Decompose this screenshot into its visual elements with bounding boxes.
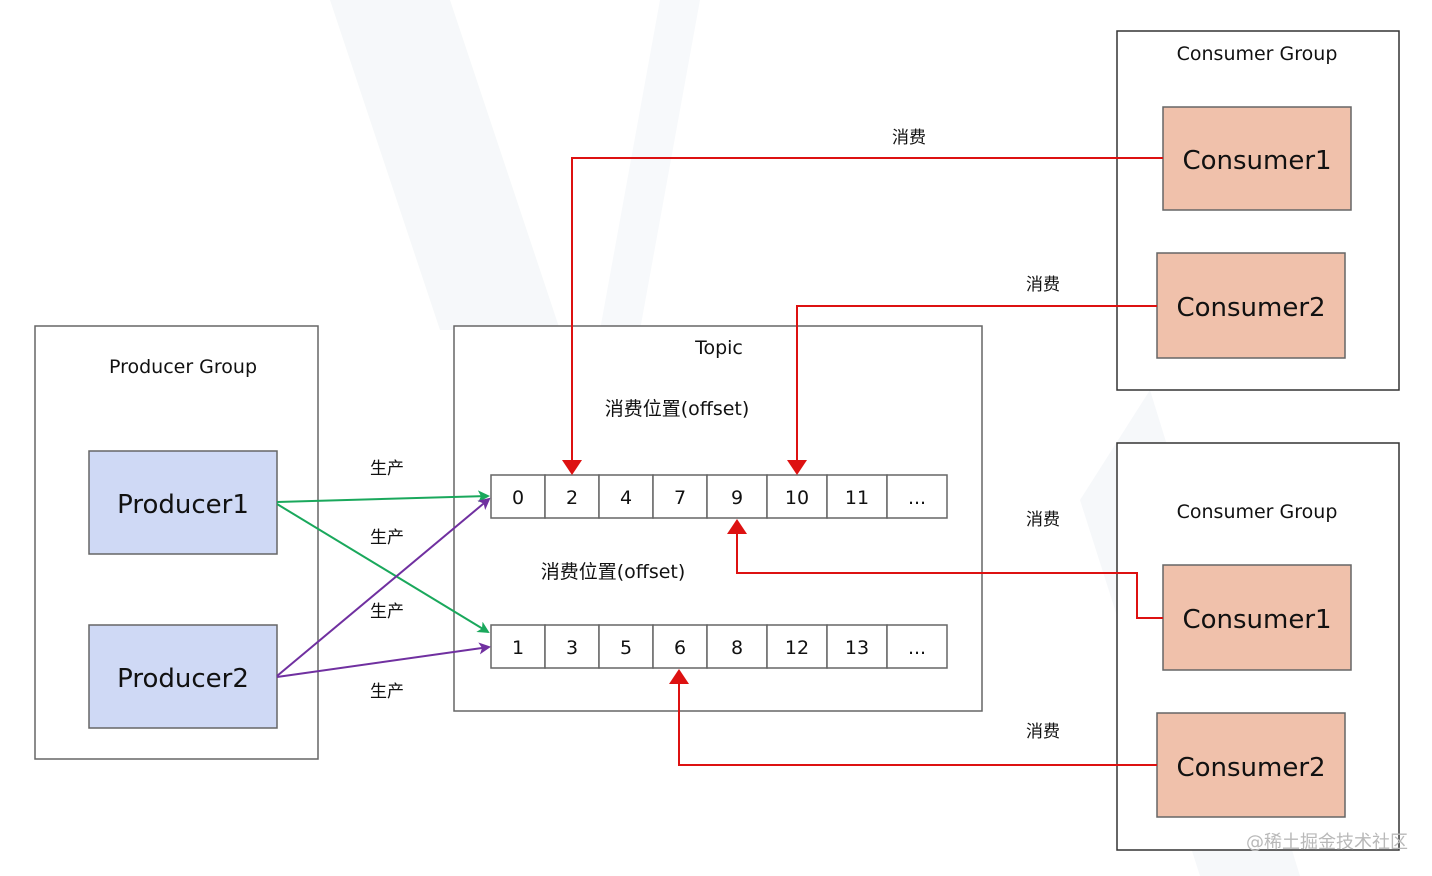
- consume-label: 消费: [1026, 722, 1060, 742]
- queue-cell-offset: 5: [620, 637, 632, 659]
- offset-label-queue-0: 消费位置(offset): [605, 398, 750, 420]
- queue-cell-box: [544, 624, 600, 669]
- queue-cell-box: [706, 474, 768, 519]
- producer-group: Producer Group Producer1 Producer2: [34, 325, 319, 760]
- queue-cell: 11: [826, 474, 888, 519]
- queue-cell: 6: [652, 624, 708, 669]
- producer-node-2[interactable]: Producer2: [88, 624, 278, 729]
- queue-cell: 2: [544, 474, 600, 519]
- consume-label: 消费: [892, 128, 926, 148]
- queue-cell-offset: 4: [620, 487, 632, 509]
- arrowhead-up-icon: [669, 669, 689, 684]
- queue-cell-box: [490, 474, 546, 519]
- producer-group-title: Producer Group: [109, 356, 257, 378]
- queue-cell-box: [598, 624, 654, 669]
- consumer-group-1: Consumer Group Consumer1 Consumer2: [1116, 30, 1400, 391]
- queue-cell-offset: 1: [512, 637, 524, 659]
- edge-g1-consumer1-offset: [571, 157, 1163, 462]
- edge-producer2-queue1: [276, 642, 491, 678]
- edge-producer2-queue0: [276, 497, 491, 677]
- consumer-group-title: Consumer Group: [1177, 501, 1338, 523]
- consumer-node-label: Consumer2: [1176, 753, 1325, 783]
- queue-cell-offset: ...: [908, 637, 926, 659]
- edge-g1-consumer2-offset: [796, 305, 1157, 462]
- queue-cell-offset: 12: [785, 637, 809, 659]
- producer-node-1[interactable]: Producer1: [88, 450, 278, 555]
- queue-cell: 10: [766, 474, 828, 519]
- queue-cell-box: [766, 624, 828, 669]
- queue-cell-offset: 7: [674, 487, 686, 509]
- queue-cell-offset: 9: [731, 487, 743, 509]
- consumer-node-label: Consumer1: [1182, 146, 1331, 176]
- queue-cell-offset: 6: [674, 637, 686, 659]
- edge-producer1-queue1: [276, 503, 490, 634]
- offset-label-queue-1: 消费位置(offset): [541, 561, 686, 583]
- edge-g2-consumer2-offset: [678, 682, 1157, 766]
- queue-cell-box: [826, 624, 888, 669]
- produce-label: 生产: [370, 602, 404, 622]
- edge-g2-consumer1-offset: [736, 532, 1163, 619]
- queue-cell-offset: 8: [731, 637, 743, 659]
- queue-cell: 3: [544, 624, 600, 669]
- consumer-group-2: Consumer Group Consumer1 Consumer2: [1116, 442, 1400, 851]
- queue-cell-offset: ...: [908, 487, 926, 509]
- produce-edges: 生产 生产 生产 生产: [276, 459, 491, 702]
- produce-label: 生产: [370, 459, 404, 479]
- consumer-node-g1-c2[interactable]: Consumer2: [1156, 252, 1346, 359]
- consumer-node-g1-c1[interactable]: Consumer1: [1162, 106, 1352, 211]
- queue-cell: 0: [490, 474, 546, 519]
- queue-cell: 1: [490, 624, 546, 669]
- queue-cell: 12: [766, 624, 828, 669]
- arrowhead-up-icon: [727, 519, 747, 534]
- queue-cell-box: [706, 624, 768, 669]
- queue-cell-offset: 11: [845, 487, 869, 509]
- message-queue-0: 0 2 4 7 9 10 11...: [490, 474, 948, 519]
- producer-node-label: Producer2: [117, 664, 249, 694]
- queue-cell: 9: [706, 474, 768, 519]
- queue-cell-box: [490, 624, 546, 669]
- queue-cell-box: [826, 474, 888, 519]
- watermark-text: @稀土掘金技术社区: [1246, 832, 1408, 853]
- queue-cell: 4: [598, 474, 654, 519]
- consume-label: 消费: [1026, 510, 1060, 530]
- queue-cell-box: [886, 624, 948, 669]
- queue-cell: 5: [598, 624, 654, 669]
- topic-title: Topic: [694, 337, 743, 359]
- queue-cell: 7: [652, 474, 708, 519]
- consume-labels: 消费 消费 消费 消费: [892, 128, 1060, 742]
- queue-cell: ...: [886, 474, 948, 519]
- queue-cell: 8: [706, 624, 768, 669]
- consume-edges: [571, 157, 1163, 766]
- produce-label: 生产: [370, 682, 404, 702]
- queue-cell: 13: [826, 624, 888, 669]
- queue-cell-offset: 0: [512, 487, 524, 509]
- queue-cell-offset: 2: [566, 487, 578, 509]
- queue-cell-box: [652, 624, 708, 669]
- consumer-node-label: Consumer2: [1176, 293, 1325, 323]
- consumer-node-g2-c2[interactable]: Consumer2: [1156, 712, 1346, 818]
- producer-node-label: Producer1: [117, 490, 249, 520]
- edge-producer1-queue0: [276, 490, 490, 503]
- produce-label: 生产: [370, 528, 404, 548]
- queue-cell-box: [886, 474, 948, 519]
- queue-cell-offset: 13: [845, 637, 869, 659]
- queue-cell-box: [652, 474, 708, 519]
- consumer-group-title: Consumer Group: [1177, 43, 1338, 65]
- queue-cell-box: [544, 474, 600, 519]
- consumer-node-g2-c1[interactable]: Consumer1: [1162, 564, 1352, 671]
- queue-cell-offset: 3: [566, 637, 578, 659]
- topic-container: Topic 消费位置(offset) 消费位置(offset) 0 2 4 7 9 10 1…: [453, 325, 983, 712]
- consume-arrowheads: [562, 460, 807, 684]
- arrowhead-down-icon: [562, 460, 582, 475]
- queue-cell: ...: [886, 624, 948, 669]
- queue-cell-offset: 10: [785, 487, 809, 509]
- consumer-node-label: Consumer1: [1182, 605, 1331, 635]
- arrowhead-down-icon: [787, 460, 807, 475]
- consume-label: 消费: [1026, 275, 1060, 295]
